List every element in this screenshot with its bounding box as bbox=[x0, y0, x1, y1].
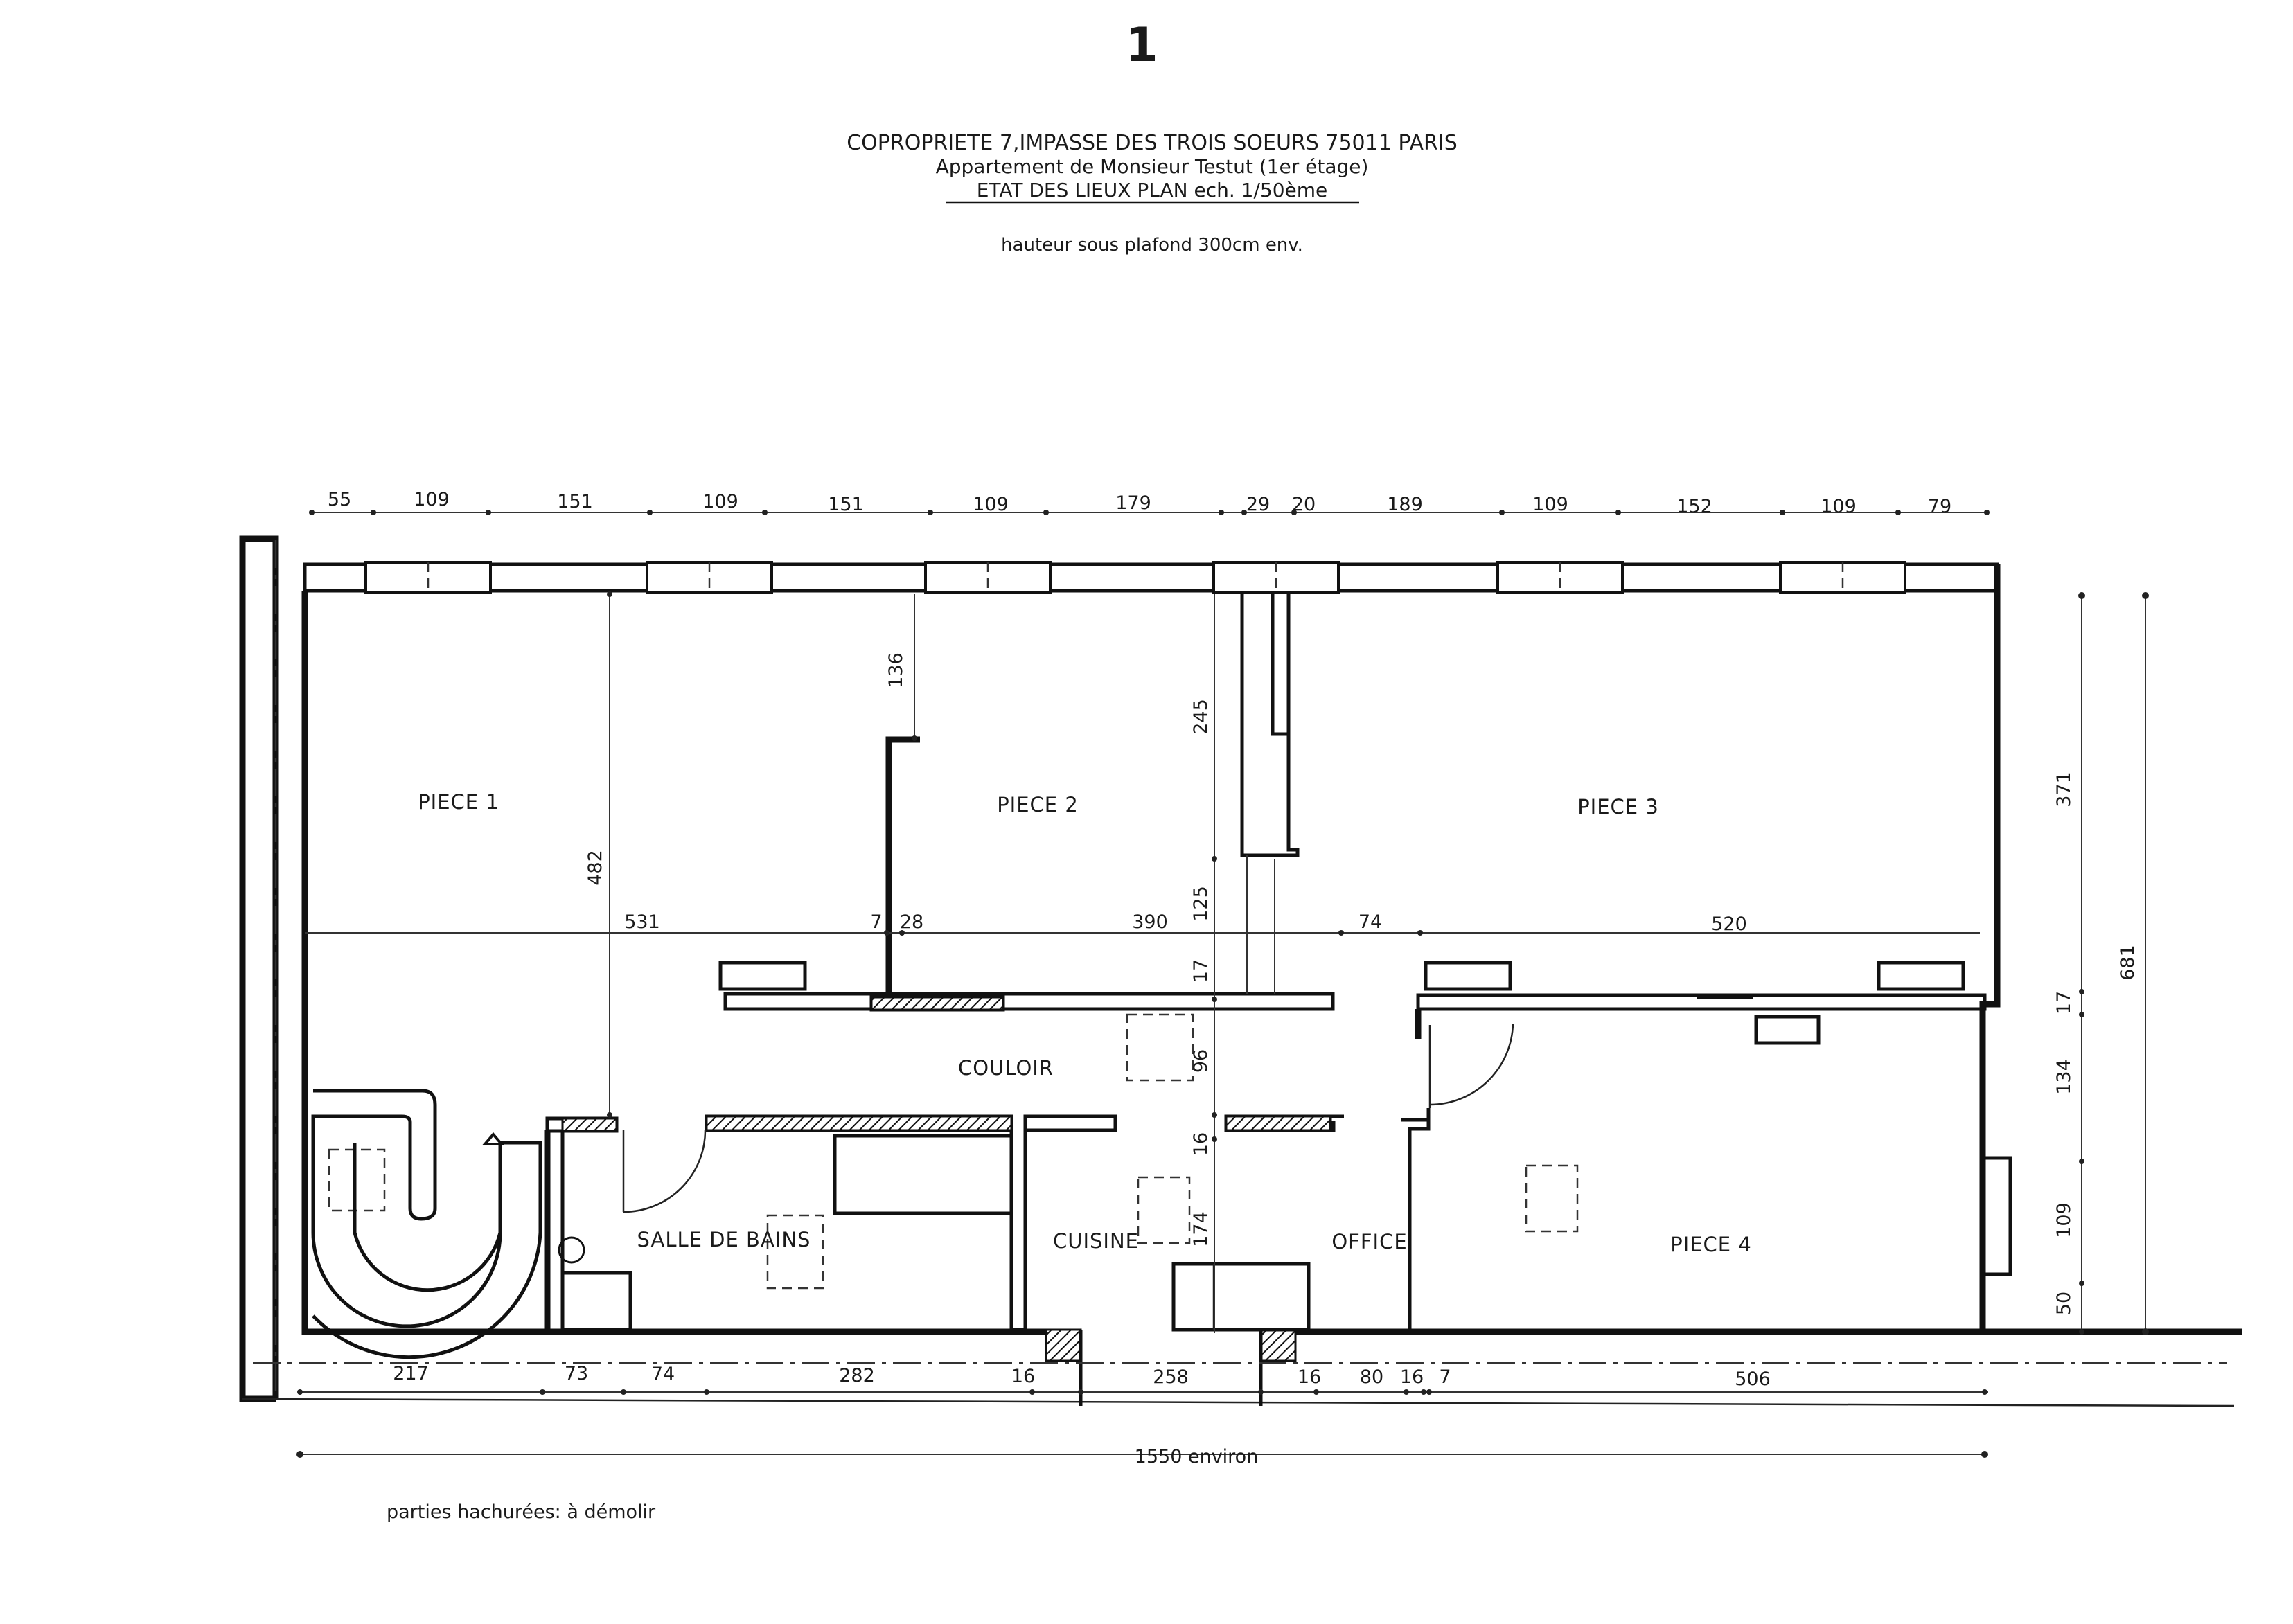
dim-interior: 531 bbox=[624, 911, 660, 933]
ceiling-height-note: hauteur sous plafond 300cm env. bbox=[1001, 235, 1303, 256]
dim-top: 109 bbox=[1532, 494, 1568, 515]
spiral-staircase bbox=[311, 1089, 542, 1359]
dim-interior: 245 bbox=[1190, 699, 1212, 735]
dim-right: 17 bbox=[2053, 991, 2075, 1015]
door-swing-piece4 bbox=[1428, 1023, 1514, 1108]
dim-right: 371 bbox=[2053, 771, 2075, 807]
room-labels: PIECE 1 PIECE 2 PIECE 3 PIECE 4 COULOIR … bbox=[418, 790, 1752, 1256]
room-label-salle-de-bains: SALLE DE BAINS bbox=[637, 1228, 811, 1251]
hatched-demolish-bath bbox=[705, 1115, 1013, 1132]
dim-bottom: 74 bbox=[651, 1364, 675, 1385]
dim-interior: 96 bbox=[1190, 1049, 1212, 1073]
ceiling-fixture bbox=[766, 1214, 824, 1290]
dim-bottom: 282 bbox=[839, 1365, 875, 1386]
dimensions-bottom: 217 73 74 282 16 258 16 80 16 7 506 1550… bbox=[393, 1363, 1771, 1467]
legend-hatched-note: parties hachurées: à démolir bbox=[387, 1501, 656, 1523]
room-label-cuisine: CUISINE bbox=[1053, 1229, 1139, 1253]
kitchen-counter bbox=[1171, 1262, 1311, 1332]
hatched-demolish-office bbox=[1225, 1115, 1331, 1132]
dim-top: 109 bbox=[414, 489, 450, 510]
dimensions-top: 55 109 151 109 151 109 179 29 20 189 109… bbox=[328, 489, 1951, 517]
dim-interior: 7 bbox=[870, 911, 882, 933]
dim-interior: 390 bbox=[1132, 911, 1168, 933]
walls bbox=[239, 535, 2242, 1407]
bathtub bbox=[833, 1134, 1013, 1215]
dim-bottom: 506 bbox=[1735, 1368, 1771, 1390]
dim-top: 189 bbox=[1387, 494, 1423, 515]
radiator bbox=[1877, 961, 1965, 991]
dim-bottom: 16 bbox=[1298, 1366, 1321, 1388]
dim-right: 134 bbox=[2053, 1059, 2075, 1095]
dim-interior: 136 bbox=[885, 652, 907, 688]
room-label-piece-1: PIECE 1 bbox=[418, 790, 499, 814]
room-label-piece-4: PIECE 4 bbox=[1670, 1233, 1752, 1256]
dim-right-total: 681 bbox=[2117, 945, 2139, 981]
dim-interior: 16 bbox=[1190, 1132, 1212, 1156]
dim-interior: 28 bbox=[900, 911, 923, 933]
dim-top: 151 bbox=[828, 494, 864, 515]
door-swing-bath bbox=[622, 1130, 707, 1213]
dim-bottom: 7 bbox=[1439, 1366, 1451, 1388]
dim-bottom: 16 bbox=[1400, 1366, 1424, 1388]
dim-top: 179 bbox=[1115, 492, 1151, 514]
dim-bottom: 16 bbox=[1011, 1366, 1035, 1387]
fixtures bbox=[311, 961, 1965, 1359]
dim-bottom: 258 bbox=[1153, 1366, 1189, 1388]
dimensions-interior: 482 136 245 125 17 96 16 174 531 7 28 39… bbox=[585, 652, 1747, 1247]
room-label-piece-3: PIECE 3 bbox=[1577, 795, 1659, 819]
dim-bottom: 217 bbox=[393, 1363, 429, 1384]
hatched-demolish-bath-top bbox=[561, 1117, 618, 1132]
room-label-piece-2: PIECE 2 bbox=[997, 793, 1079, 817]
dimensions-right: 371 17 134 109 50 681 bbox=[2053, 771, 2139, 1315]
room-label-couloir: COULOIR bbox=[958, 1056, 1054, 1080]
dim-top: 109 bbox=[1821, 496, 1857, 517]
title-apartment: Appartement de Monsieur Testut (1er étag… bbox=[936, 155, 1369, 178]
title-address: COPROPRIETE 7,IMPASSE DES TROIS SOEURS 7… bbox=[847, 131, 1458, 155]
dimension-lines bbox=[253, 510, 2227, 1458]
washbasin bbox=[558, 1236, 585, 1264]
dim-bottom: 73 bbox=[565, 1363, 588, 1384]
hatched-demolish-couloir bbox=[870, 996, 1004, 1011]
ceiling-fixture bbox=[328, 1148, 386, 1212]
dim-top: 29 bbox=[1246, 494, 1270, 515]
dim-interior: 482 bbox=[585, 850, 606, 886]
dim-right: 109 bbox=[2053, 1202, 2075, 1238]
bath-cabinet bbox=[560, 1271, 632, 1332]
dim-top: 109 bbox=[702, 491, 738, 512]
ceiling-fixture bbox=[1525, 1164, 1579, 1233]
hatched-pillar-left bbox=[1045, 1328, 1082, 1362]
dim-top: 151 bbox=[557, 491, 593, 512]
radiator bbox=[718, 961, 807, 991]
hatched-pillar-right bbox=[1259, 1328, 1297, 1362]
dim-interior: 520 bbox=[1711, 913, 1747, 935]
dim-right: 50 bbox=[2053, 1292, 2075, 1315]
title-plan-scale: ETAT DES LIEUX PLAN ech. 1/50ème bbox=[977, 179, 1328, 202]
dim-top: 20 bbox=[1292, 494, 1316, 515]
dim-top: 55 bbox=[328, 489, 351, 510]
ceiling-fixture bbox=[1126, 1013, 1194, 1082]
radiator bbox=[1754, 1015, 1821, 1045]
room-label-office: OFFICE bbox=[1331, 1230, 1407, 1253]
dim-interior: 174 bbox=[1190, 1211, 1212, 1247]
dim-top: 79 bbox=[1928, 496, 1951, 517]
page-number: 1 bbox=[1125, 18, 1158, 73]
facade-windows bbox=[364, 561, 1906, 594]
dim-total: 1550 environ bbox=[1135, 1446, 1259, 1467]
dim-bottom: 80 bbox=[1360, 1366, 1383, 1388]
ceiling-fixture bbox=[1137, 1176, 1191, 1244]
dim-interior: 74 bbox=[1358, 911, 1382, 933]
dim-top: 152 bbox=[1676, 496, 1712, 517]
dim-interior: 17 bbox=[1190, 959, 1212, 983]
radiator bbox=[1424, 961, 1512, 991]
dim-top: 109 bbox=[973, 494, 1009, 515]
dim-interior: 125 bbox=[1190, 886, 1212, 922]
